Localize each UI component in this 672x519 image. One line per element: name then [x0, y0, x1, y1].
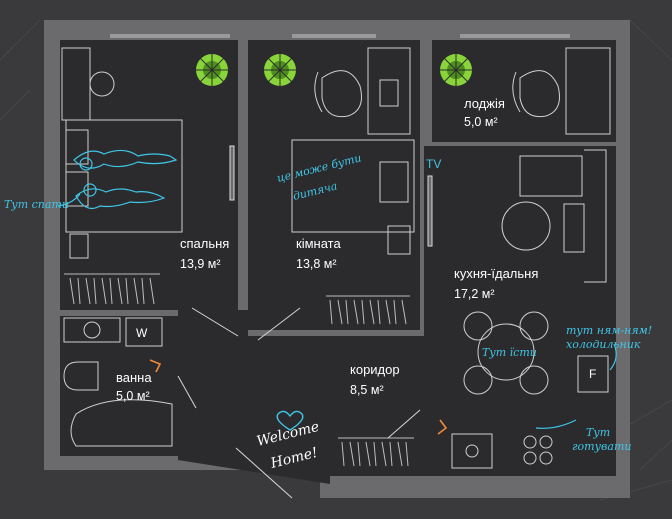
kitchen-name: кухня-їдальня	[454, 266, 538, 281]
loggia-area: 5,0 м²	[464, 115, 498, 129]
arrow-icon	[535, 419, 577, 429]
entry-markers	[149, 359, 448, 435]
note-eat: Тут їсти	[482, 346, 537, 359]
furniture	[61, 47, 611, 469]
note-arrows	[57, 193, 617, 429]
sleeping-people-sketch	[73, 149, 178, 209]
kitchen-floor	[424, 146, 616, 476]
room-name: кімната	[296, 236, 341, 251]
bedroom-area: 13,9 м²	[180, 257, 221, 271]
tv-label: TV	[426, 157, 441, 171]
bathroom-name: ванна	[116, 370, 152, 385]
corridor-name: коридор	[350, 362, 400, 377]
doors	[177, 145, 433, 499]
note-cook-line1: Тут	[586, 426, 610, 439]
note-sleep: Тут спати	[4, 198, 69, 211]
bathroom-area: 5,0 м²	[116, 389, 150, 403]
note-cook-line2: готувати	[572, 440, 631, 453]
walls	[44, 20, 630, 498]
washer-label: W	[136, 326, 148, 340]
background-decoration	[0, 19, 672, 501]
room-floor	[248, 40, 420, 330]
plant-icon	[196, 54, 228, 86]
arrow-icon	[57, 193, 81, 207]
note-fridge-line1: тут ням-ням!	[566, 324, 652, 337]
loggia-name: лоджія	[464, 96, 505, 111]
plant-icon	[264, 54, 296, 86]
plants	[196, 54, 472, 86]
corridor-floor	[178, 310, 424, 484]
arrow-icon	[609, 343, 617, 371]
corridor-area: 8,5 м²	[350, 383, 384, 397]
plant-icon	[440, 54, 472, 86]
kitchen-area: 17,2 м²	[454, 287, 495, 301]
door-marker-icon	[149, 359, 162, 373]
bathroom-floor	[60, 316, 178, 456]
room-area: 13,8 м²	[296, 257, 337, 271]
heart-icon	[276, 410, 304, 431]
fridge-label: F	[589, 367, 596, 381]
door-marker-icon	[437, 419, 448, 435]
bedroom-name: спальня	[180, 236, 229, 251]
note-fridge-line2: холодильник	[566, 338, 641, 351]
